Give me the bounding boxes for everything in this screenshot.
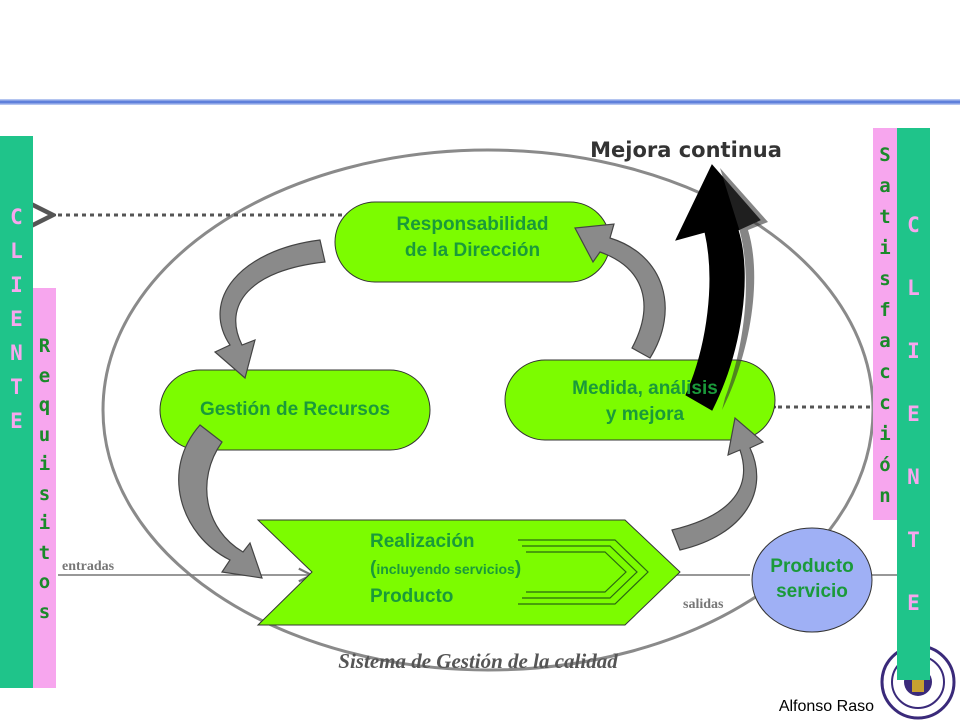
label-salidas: salidas [683,597,724,612]
author-credit: Alfonso Raso [778,698,874,715]
realizacion-paren-close: ) [514,558,522,579]
label-medida: Medida, análisis y mejora [515,376,775,428]
label-responsabilidad: Responsabilidad de la Dirección [340,212,605,264]
right-satisfaction-letter: a [879,330,891,352]
arrow-recursos-to-realizacion [178,424,263,579]
left-requirements-letter: R [38,335,51,357]
right-satisfaction-letter: S [879,144,891,166]
left-client-letter: T [10,375,23,399]
title-mejora-continua: Mejora continua [590,138,782,162]
left-requirements-letter: e [38,364,51,387]
process-recursos [159,369,431,451]
left-client-letter: E [10,409,23,433]
arrow-medida-to-direccion [574,223,666,359]
left-client-letter: C [10,205,23,229]
label-realizacion-line3: Producto [370,586,454,607]
label-responsabilidad-line1: Responsabilidad [396,214,549,235]
right-client-letter: L [907,276,920,300]
left-requirements-letter: t [38,541,51,564]
label-product-line1: Producto [770,556,854,577]
label-product-line2: servicio [776,581,848,602]
left-requirements-letter: o [38,571,51,593]
left-client-letter: L [10,239,23,263]
left-requirements-letter: s [38,600,51,623]
right-client-letter: I [907,339,920,363]
realizacion-subtext: incluyendo servicios [376,561,515,577]
right-satisfaction-letter: c [879,392,891,414]
improvement-arrow-shade [720,168,768,410]
product-ellipse [751,527,873,633]
right-satisfaction-bar [873,128,897,520]
right-satisfaction-letter: n [879,485,891,507]
right-client-letter: E [907,402,920,426]
arrow-realizacion-to-medida [671,416,765,551]
label-responsabilidad-line2: de la Dirección [404,240,541,261]
label-realizacion: Realización (incluyendo servicios) Produ… [370,528,600,610]
left-requirements-letter: s [38,482,51,505]
realizacion-chevron-lines [518,539,649,605]
label-realizacion-line1: Realización [370,531,475,552]
left-client-letter: I [10,273,23,297]
system-label: Sistema de Gestión de la calidad [338,649,618,673]
left-client-bar [0,136,33,688]
label-medida-line1: Medida, análisis [572,378,718,399]
left-client-letter: E [10,307,23,331]
right-satisfaction-letter: i [879,237,891,259]
left-requirements-letter: i [38,453,51,475]
right-client-letter: T [907,528,920,552]
left-requirements-bar [33,288,56,688]
right-satisfaction-letter: a [879,175,891,197]
label-recursos: Gestión de Recursos [165,397,425,423]
header-rule [0,99,960,105]
label-entradas: entradas [62,559,115,574]
right-satisfaction-letter: c [879,361,891,383]
right-client-letter: C [907,213,920,237]
right-client-letter: N [907,465,920,489]
cycle-arrows [178,223,765,579]
arrow-direccion-to-recursos [213,239,326,380]
left-client-letter: N [10,341,23,365]
label-realizacion-line2: (incluyendo servicios) [370,555,600,583]
process-responsabilidad [334,201,611,283]
left-requirements-letter: u [38,423,51,446]
right-satisfaction-letter: f [879,299,891,321]
left-requirements-letter: i [38,512,51,534]
left-requirements-letter: q [38,394,51,416]
label-product: Producto servicio [752,554,872,604]
right-client-letter: E [907,591,920,615]
realizacion-paren-open: ( [370,558,377,579]
right-satisfaction-letter: i [879,423,891,445]
right-satisfaction-letter: t [879,206,891,228]
right-satisfaction-letter: ó [879,454,891,476]
label-medida-line2: y mejora [605,404,685,425]
right-client-bar [897,128,930,680]
right-satisfaction-letter: s [879,268,891,290]
label-recursos-line1: Gestión de Recursos [199,399,391,420]
right-client-text: C L I E N T E [897,194,930,635]
